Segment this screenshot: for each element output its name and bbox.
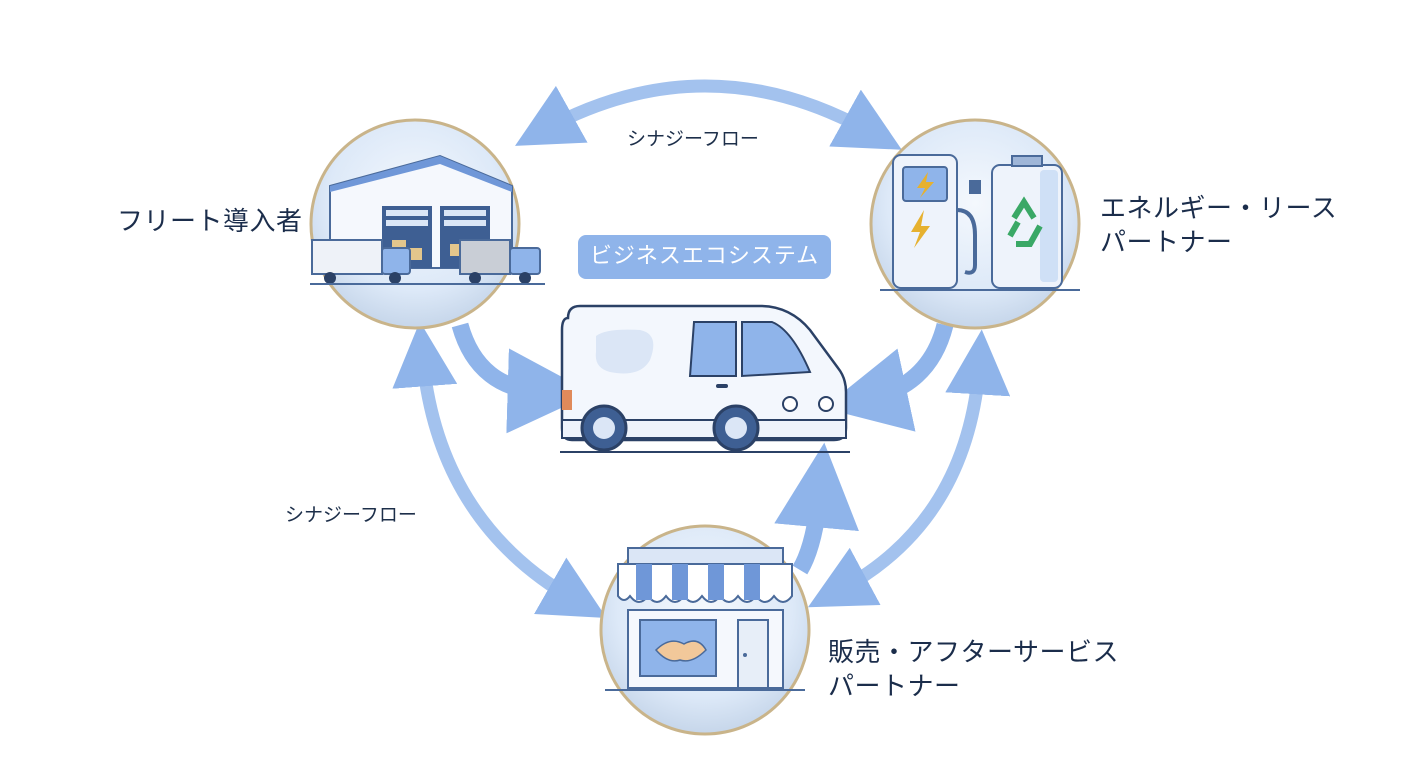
label-energy-line1: エネルギー・リース — [1100, 194, 1338, 224]
label-energy-line2: パートナー — [1100, 228, 1233, 258]
label-sales: 販売・アフターサービス パートナー — [828, 636, 1119, 704]
synergy-flow-label-top: シナジーフロー — [627, 128, 759, 150]
label-energy: エネルギー・リース パートナー — [1100, 192, 1337, 260]
storefront-handshake-icon — [605, 547, 805, 691]
synergy-arrow-left — [392, 321, 607, 619]
warehouse-with-trucks-icon — [310, 154, 545, 285]
ecosystem-badge: ビジネスエコシステム — [578, 235, 831, 279]
node-sales — [599, 524, 811, 736]
arrow-sales-to-van — [774, 442, 859, 575]
arrow-energy-to-van — [823, 322, 954, 432]
synergy-arrow-top — [515, 79, 902, 150]
recycle-icon — [1007, 196, 1043, 247]
label-fleet: フリート導入者 — [117, 207, 303, 237]
label-sales-line2: パートナー — [828, 672, 961, 702]
synergy-flow-label-left: シナジーフロー — [285, 504, 417, 526]
node-energy — [869, 118, 1081, 330]
label-sales-line1: 販売・アフターサービス — [828, 638, 1119, 668]
synergy-arrow-right — [807, 329, 1011, 608]
electric-van-icon — [560, 304, 850, 453]
node-fleet — [309, 118, 545, 330]
charging-station-battery-icon — [880, 154, 1080, 291]
arrow-fleet-to-van — [451, 322, 593, 434]
